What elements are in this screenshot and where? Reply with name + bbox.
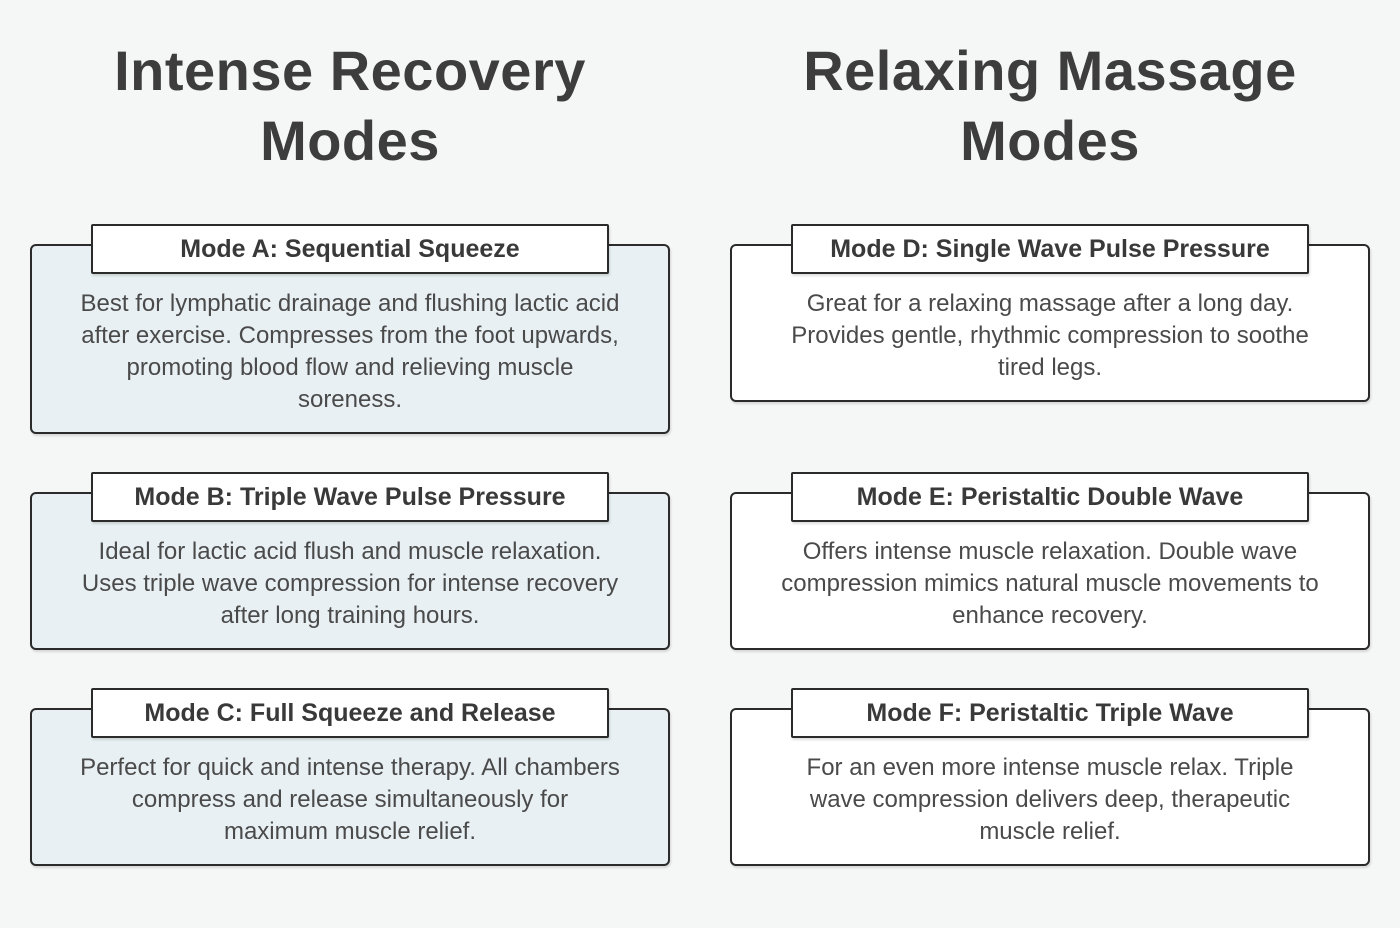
relaxing-massage-heading: Relaxing Massage Modes bbox=[803, 39, 1297, 172]
mode-f-description: For an even more intense muscle relax. T… bbox=[806, 754, 1294, 845]
mode-e-description: Offers intense muscle relaxation. Double… bbox=[781, 538, 1319, 629]
mode-b-description: Ideal for lactic acid flush and muscle r… bbox=[81, 538, 619, 629]
mode-a-card: Mode A: Sequential Squeeze Best for lymp… bbox=[30, 224, 670, 434]
mode-a-description: Best for lymphatic drainage and flushing… bbox=[80, 290, 620, 413]
mode-d-description: Great for a relaxing massage after a lon… bbox=[791, 290, 1309, 381]
mode-a-title: Mode A: Sequential Squeeze bbox=[90, 224, 610, 274]
mode-c-card: Mode C: Full Squeeze and Release Perfect… bbox=[30, 688, 670, 866]
mode-c-title: Mode C: Full Squeeze and Release bbox=[90, 688, 610, 738]
mode-a-body: Best for lymphatic drainage and flushing… bbox=[30, 244, 670, 434]
mode-c-description: Perfect for quick and intense therapy. A… bbox=[80, 754, 620, 845]
mode-e-card: Mode E: Peristaltic Double Wave Offers i… bbox=[730, 472, 1370, 650]
mode-e-title: Mode E: Peristaltic Double Wave bbox=[790, 472, 1310, 522]
intense-recovery-heading: Intense Recovery Modes bbox=[114, 39, 586, 172]
modes-comparison-layout: Intense Recovery Modes Relaxing Massage … bbox=[30, 39, 1370, 866]
mode-b-title: Mode B: Triple Wave Pulse Pressure bbox=[90, 472, 610, 522]
mode-d-card: Mode D: Single Wave Pulse Pressure Great… bbox=[730, 224, 1370, 402]
mode-f-card: Mode F: Peristaltic Triple Wave For an e… bbox=[730, 688, 1370, 866]
mode-b-card: Mode B: Triple Wave Pulse Pressure Ideal… bbox=[30, 472, 670, 650]
mode-d-title: Mode D: Single Wave Pulse Pressure bbox=[790, 224, 1310, 274]
mode-f-title: Mode F: Peristaltic Triple Wave bbox=[790, 688, 1310, 738]
